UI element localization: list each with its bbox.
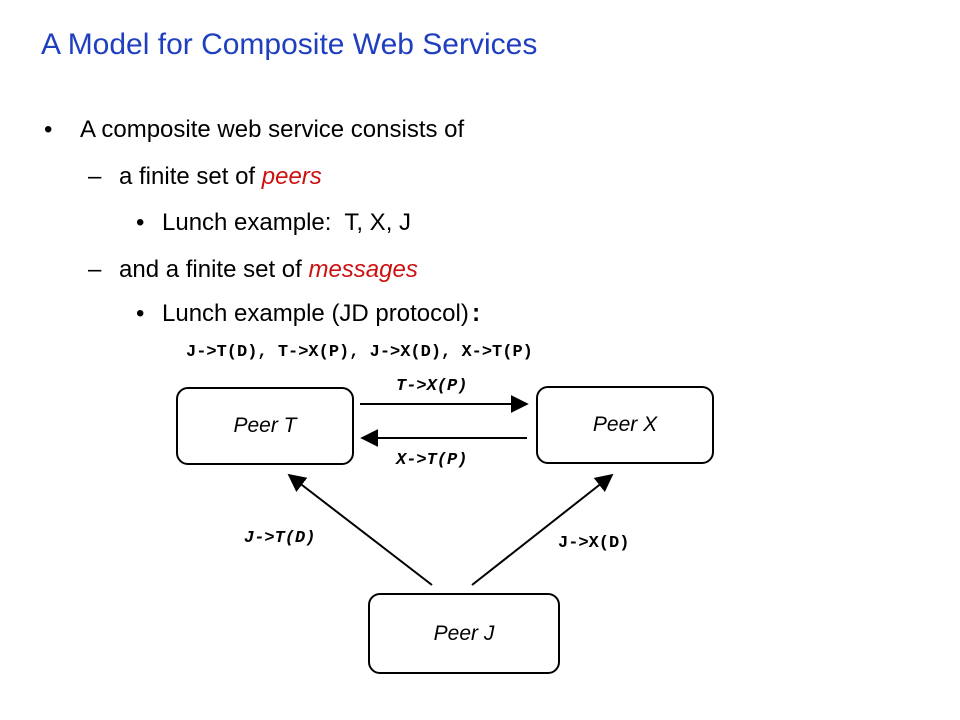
arrow-j-to-t <box>287 473 433 586</box>
dash-icon: – <box>88 163 102 190</box>
label-x-to-t: X->T(P) <box>396 451 468 470</box>
label-j-to-x: J->X(D) <box>558 534 630 553</box>
arrow-j-to-x <box>471 473 614 586</box>
slide-title: A Model for Composite Web Services <box>41 28 538 61</box>
bullet-dot-icon: • <box>44 116 53 143</box>
label-j-to-t: J->T(D) <box>244 529 316 548</box>
bullet-messages-prefix: and a finite set of <box>119 256 309 283</box>
peer-x-box: Peer X <box>536 386 714 464</box>
bullet-peers-text: a finite set of peers <box>119 163 322 191</box>
peer-j-box: Peer J <box>368 593 560 674</box>
bullet-main-text: A composite web service consists of <box>80 116 465 143</box>
messages-highlight: messages <box>308 256 418 283</box>
bullet-dot-icon: • <box>136 300 145 327</box>
peer-t-box: Peer T <box>176 387 354 465</box>
bullet-messages-text: and a finite set of messages <box>119 256 418 284</box>
peers-highlight: peers <box>261 163 322 190</box>
dash-icon: – <box>88 256 102 283</box>
bullet-peers-prefix: a finite set of <box>119 163 262 190</box>
messages-example-colon: : <box>468 302 484 329</box>
messages-example-text: Lunch example (JD protocol): <box>162 300 483 329</box>
protocol-sequence: J->T(D), T->X(P), J->X(D), X->T(P) <box>186 343 533 362</box>
label-t-to-x: T->X(P) <box>396 377 468 396</box>
bullet-dot-icon: • <box>136 209 145 236</box>
messages-example-label: Lunch example (JD protocol) <box>162 300 469 327</box>
peers-example-text: Lunch example: T, X, J <box>162 209 412 236</box>
